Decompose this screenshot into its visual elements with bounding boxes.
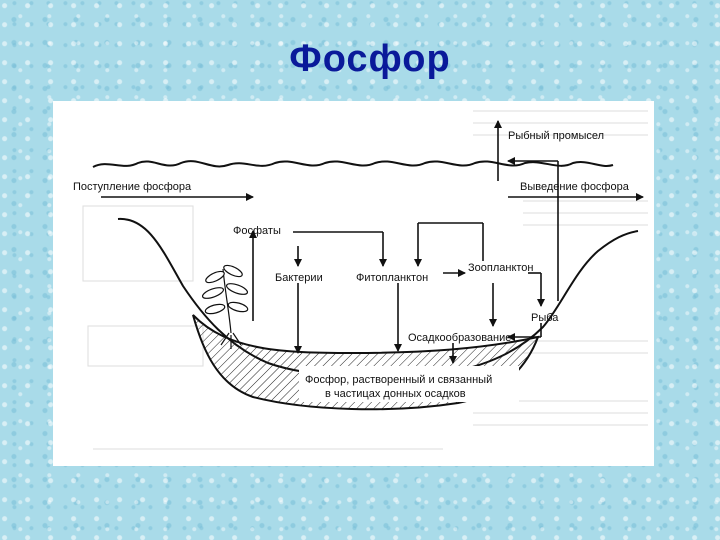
aquatic-plant-icon — [201, 264, 249, 349]
diagram-canvas: Рыбный промысел Поступление фосфора Выве… — [73, 110, 648, 450]
sediment-label-line1: Фосфор, растворенный и связанный — [305, 374, 492, 386]
sediment-label-line2: в частицах донных осадков — [325, 388, 466, 400]
fish-label: Рыба — [531, 312, 559, 324]
sedimentation-label: Осадкообразование — [408, 332, 511, 344]
phosphorus-output-label: Выведение фосфора — [520, 181, 630, 193]
phytoplankton-label: Фитопланктон — [356, 272, 428, 284]
fishing-label: Рыбный промысел — [508, 130, 604, 142]
sediment-label-box — [299, 366, 519, 402]
phosphorus-input-label: Поступление фосфора — [73, 181, 192, 193]
slide-title: Фосфор — [289, 38, 451, 80]
water-surface — [92, 160, 614, 168]
flow-arrows — [101, 120, 644, 364]
phosphates-label: Фосфаты — [233, 225, 281, 237]
bacteria-label: Бактерии — [275, 272, 323, 284]
zooplankton-label: Зоопланктон — [468, 262, 534, 274]
phosphorus-cycle-diagram: Рыбный промысел Поступление фосфора Выве… — [53, 101, 654, 466]
